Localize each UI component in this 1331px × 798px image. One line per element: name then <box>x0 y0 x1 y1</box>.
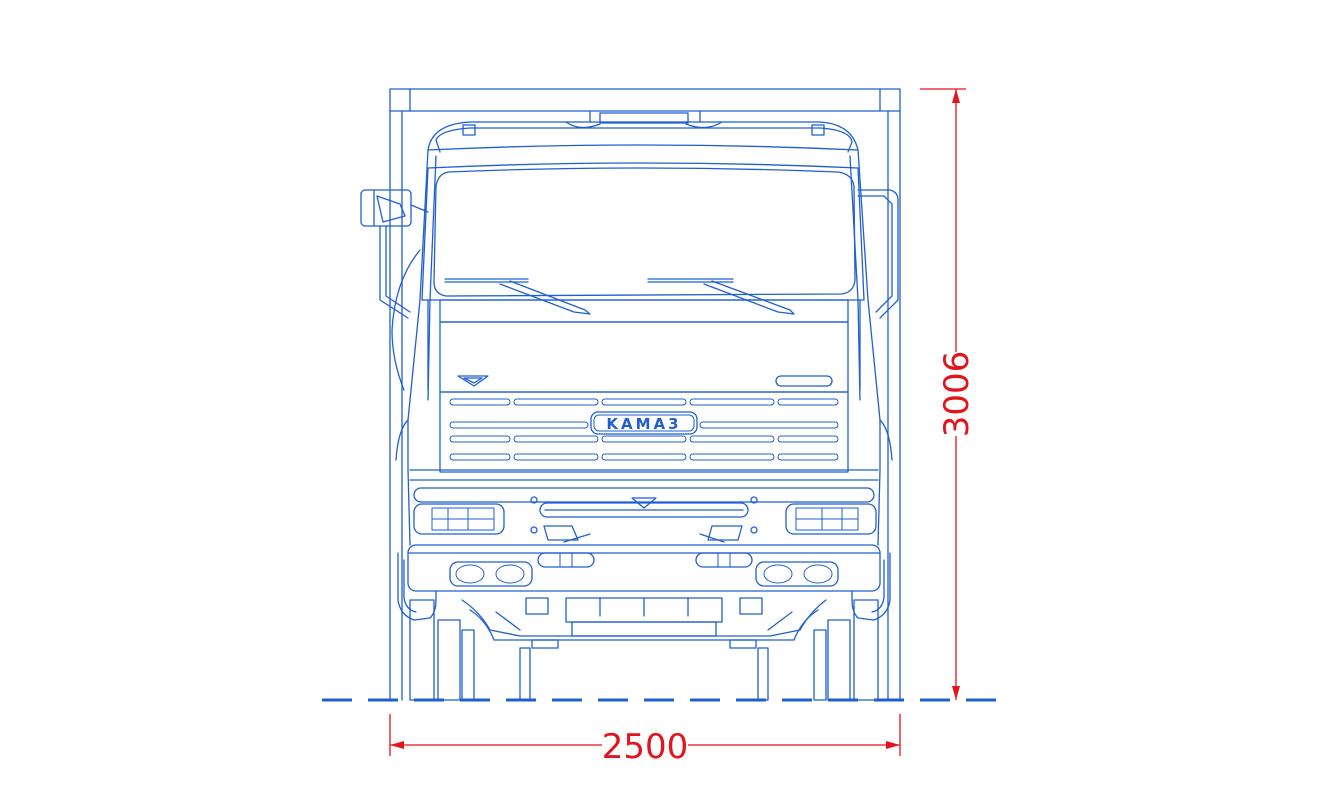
cab-body <box>391 149 893 546</box>
left-mirror <box>360 189 429 319</box>
left-wheels <box>409 599 531 701</box>
kamaz-logo-badge: KAMA3 <box>590 411 698 435</box>
cab-roof <box>427 112 859 153</box>
hood-panel <box>439 299 849 393</box>
front-bumper <box>407 487 881 592</box>
width-dimension: 2500 <box>389 714 901 767</box>
height-dimension-label: 3006 <box>937 351 977 438</box>
right-wheels <box>757 599 879 701</box>
left-headlight <box>413 503 505 535</box>
right-headlight <box>785 503 877 535</box>
tow-hooks <box>537 525 753 568</box>
width-dimension-label: 2500 <box>602 727 689 767</box>
logo-text: KAMA3 <box>606 415 681 433</box>
right-mirror-arm <box>857 189 899 319</box>
front-axle <box>461 597 827 649</box>
grille-slats <box>449 398 839 461</box>
windshield <box>421 162 865 301</box>
cargo-body-frame <box>389 88 901 701</box>
fog-lights <box>449 561 839 587</box>
height-dimension: 3006 <box>920 88 977 700</box>
fenders <box>397 552 891 621</box>
windshield-wipers <box>444 278 795 315</box>
radiator-grille: KAMA3 <box>439 391 849 473</box>
